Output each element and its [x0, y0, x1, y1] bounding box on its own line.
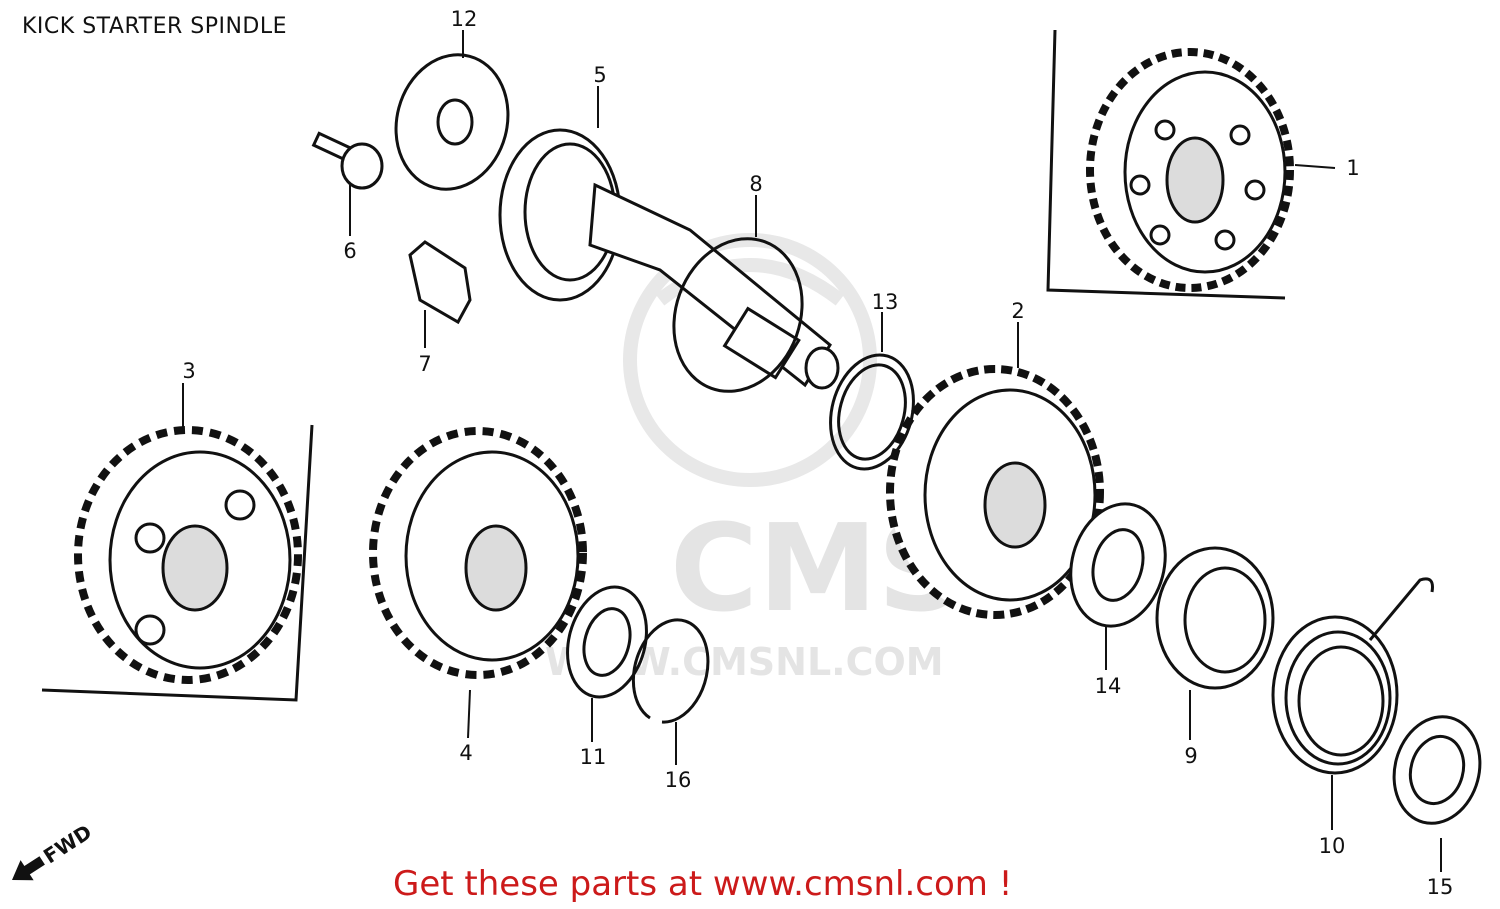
callout-labels: 1 2 3 4 5 6 7 8 9 10 11 12 13 14 15 16: [182, 7, 1453, 899]
cta-link[interactable]: Get these parts at www.cmsnl.com !: [393, 864, 1013, 904]
fwd-label: FWD: [39, 820, 96, 869]
part-13-washer-icon[interactable]: [818, 346, 925, 479]
callout-2[interactable]: 2: [1011, 299, 1024, 323]
callout-15[interactable]: 15: [1427, 875, 1454, 899]
callout-16[interactable]: 16: [665, 768, 692, 792]
part-4-spur-gear-icon[interactable]: [369, 427, 587, 679]
callout-13[interactable]: 13: [872, 290, 899, 314]
callout-3[interactable]: 3: [182, 359, 195, 383]
page-title: KICK STARTER SPINDLE: [22, 14, 288, 39]
leader-lines: [182, 30, 1442, 872]
callout-6[interactable]: 6: [343, 239, 356, 263]
callout-11[interactable]: 11: [580, 745, 607, 769]
callout-9[interactable]: 9: [1184, 744, 1197, 768]
part-2-helical-gear-icon[interactable]: [886, 365, 1104, 619]
callout-14[interactable]: 14: [1095, 674, 1122, 698]
part-5-spindle-icon[interactable]: [498, 128, 840, 390]
part-10-return-spring-icon[interactable]: [1271, 577, 1434, 775]
fwd-marker: FWD: [12, 820, 96, 881]
callout-8[interactable]: 8: [749, 172, 762, 196]
part-1-helical-gear-icon[interactable]: [1046, 29, 1294, 300]
part-11-washer-icon[interactable]: [556, 578, 658, 706]
callout-1[interactable]: 1: [1346, 156, 1359, 180]
arrow-left-icon: [12, 856, 45, 881]
part-3-spur-gear-icon[interactable]: [41, 424, 314, 702]
part-12-washer-icon[interactable]: [381, 42, 522, 202]
part-9-ratchet-icon[interactable]: [1155, 546, 1275, 690]
part-14-washer-icon[interactable]: [1058, 493, 1179, 637]
part-6-bolt-icon[interactable]: [311, 131, 384, 190]
part-8-circlip-icon[interactable]: [653, 220, 823, 409]
callout-7[interactable]: 7: [418, 352, 431, 376]
part-15-washer-icon[interactable]: [1382, 707, 1491, 833]
callout-12[interactable]: 12: [451, 7, 478, 31]
part-7-stopper-block-icon[interactable]: [408, 240, 472, 325]
callout-5[interactable]: 5: [593, 63, 606, 87]
part-16-circlip-icon[interactable]: [631, 618, 710, 724]
callout-10[interactable]: 10: [1319, 834, 1346, 858]
callout-4[interactable]: 4: [459, 741, 472, 765]
